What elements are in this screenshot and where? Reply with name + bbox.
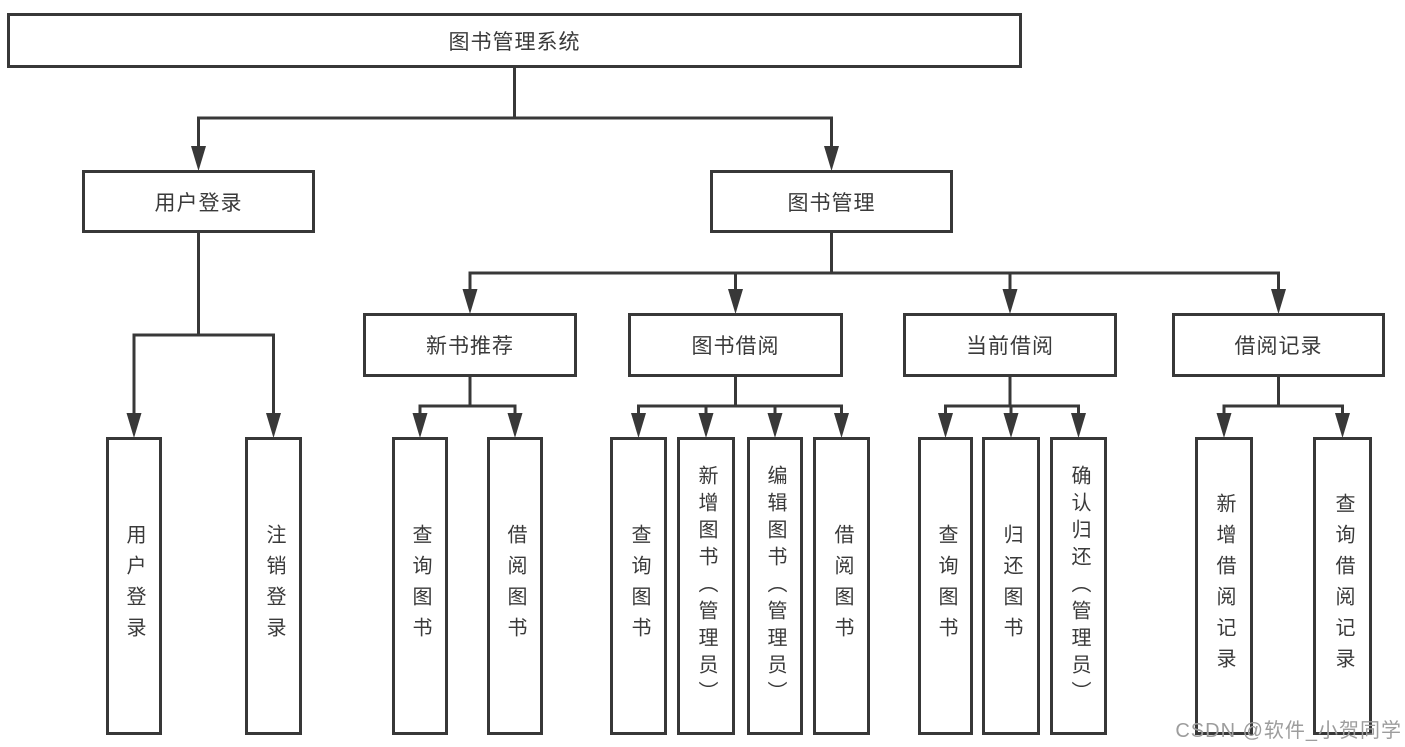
leaf-confirm-return: 确认归还（管理员） bbox=[1050, 437, 1107, 735]
leaf-logout: 注销登录 bbox=[245, 437, 302, 735]
arrowhead-icon-leaf-add-book bbox=[698, 413, 714, 438]
root: 图书管理系统 bbox=[7, 13, 1022, 68]
arrowhead-icon-leaf-query-book-1 bbox=[412, 413, 428, 438]
arrowhead-icon-leaf-logout bbox=[266, 413, 281, 438]
arrowhead-icon-node-user-login bbox=[191, 146, 206, 171]
leaf-edit-book: 编辑图书（管理员） bbox=[747, 437, 803, 735]
arrowhead-icon-leaf-borrow-book-2 bbox=[834, 413, 849, 438]
leaf-add-borrow-record: 新增借阅记录 bbox=[1195, 437, 1253, 735]
arrowhead-icon-leaf-user-login bbox=[126, 413, 142, 438]
leaf-query-book-1: 查询图书 bbox=[392, 437, 448, 735]
leaf-user-login: 用户登录 bbox=[106, 437, 162, 735]
arrowhead-icon-node-book-mgmt bbox=[824, 146, 839, 171]
leaf-query-book-3: 查询图书 bbox=[918, 437, 973, 735]
leaf-borrow-book-1: 借阅图书 bbox=[487, 437, 543, 735]
arrowhead-icon-leaf-query-book-3 bbox=[938, 413, 953, 438]
arrowhead-icon-leaf-add-borrow-record bbox=[1216, 413, 1232, 438]
node-book-mgmt: 图书管理 bbox=[710, 170, 953, 233]
leaf-return-book: 归还图书 bbox=[982, 437, 1040, 735]
arrowhead-icon-node-current-borrow bbox=[1002, 289, 1018, 314]
leaf-add-book: 新增图书（管理员） bbox=[677, 437, 735, 735]
arrowhead-icon-leaf-return-book bbox=[1003, 413, 1019, 438]
arrowhead-icon-leaf-confirm-return bbox=[1071, 413, 1086, 438]
leaf-query-book-2: 查询图书 bbox=[610, 437, 667, 735]
node-user-login: 用户登录 bbox=[82, 170, 315, 233]
arrowhead-icon-leaf-query-borrow-record bbox=[1335, 413, 1350, 438]
node-new-book: 新书推荐 bbox=[363, 313, 577, 377]
node-borrow-records: 借阅记录 bbox=[1172, 313, 1385, 377]
node-book-borrow: 图书借阅 bbox=[628, 313, 843, 377]
arrowhead-icon-leaf-borrow-book-1 bbox=[507, 413, 523, 438]
node-current-borrow: 当前借阅 bbox=[903, 313, 1117, 377]
watermark: CSDN @软件_小贺同学 bbox=[1175, 720, 1402, 742]
arrowhead-icon-node-new-book bbox=[462, 289, 478, 314]
arrowhead-icon-leaf-edit-book bbox=[767, 413, 783, 438]
arrowhead-icon-node-book-borrow bbox=[728, 289, 743, 314]
leaf-query-borrow-record: 查询借阅记录 bbox=[1313, 437, 1372, 735]
leaf-borrow-book-2: 借阅图书 bbox=[813, 437, 870, 735]
arrowhead-icon-node-borrow-records bbox=[1271, 289, 1286, 314]
arrowhead-icon-leaf-query-book-2 bbox=[631, 413, 646, 438]
